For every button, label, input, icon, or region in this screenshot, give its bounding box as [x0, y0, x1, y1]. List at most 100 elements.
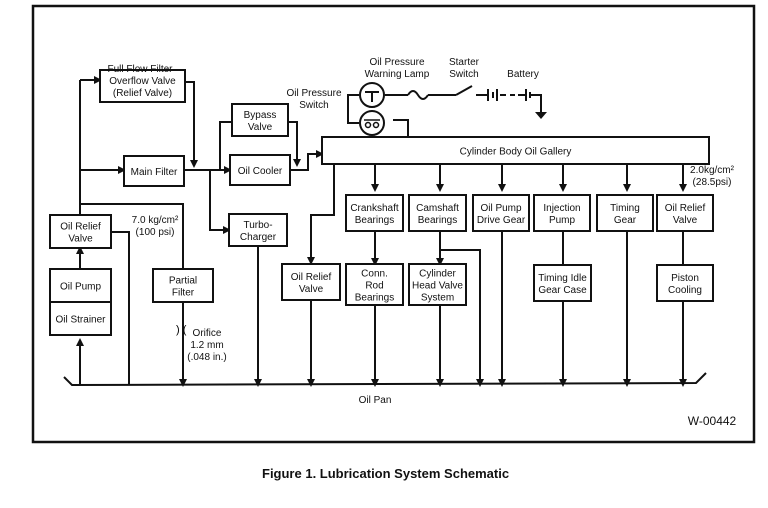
drawing-code: W-00442	[688, 414, 737, 428]
battery-icon	[487, 89, 547, 119]
component-oil-strainer-box	[49, 301, 112, 336]
fuse-icon	[407, 90, 429, 100]
battery-label: Battery	[507, 69, 539, 80]
relief-pressure-main-1: 7.0 kg/cm²	[132, 215, 179, 226]
to-bypass-line	[219, 121, 232, 170]
component-oil-pump-label: Oil Pump	[60, 282, 102, 293]
component-camshaft-bearings-box	[408, 194, 467, 232]
component-cylinder-body-oil-gallery: Cylinder Body Oil Gallery	[321, 136, 710, 165]
component-piston-cooling-label: Cooling	[668, 285, 702, 296]
component-cylinder-head-valve-system-label: System	[421, 293, 454, 304]
component-cylinder-head-valve-system-box	[408, 263, 467, 306]
component-main-filter-box	[123, 155, 185, 187]
component-conn-rod-bearings-label: Conn.	[361, 269, 388, 280]
component-cylinder-head-valve-system-label: Head Valve	[412, 281, 463, 292]
component-partial-filter-label: Filter	[172, 288, 195, 299]
orifice-label-1: Orifice	[193, 328, 222, 339]
component-crankshaft-bearings-box	[345, 194, 404, 232]
component-timing-gear-box	[596, 194, 654, 232]
starter-switch-icon	[455, 85, 473, 96]
to-gallery-relief-line	[307, 163, 335, 265]
component-conn-rod-bearings-label: Bearings	[355, 293, 394, 304]
component-conn-rod-bearings-label: Rod	[365, 281, 383, 292]
camshaft-return-line	[440, 249, 484, 387]
component-turbo-charger: Turbo-Charger	[228, 213, 288, 247]
component-main-filter: Main Filter	[123, 155, 185, 187]
orifice-symbol: ) (	[176, 324, 187, 336]
oil-pan-line	[63, 372, 707, 387]
to-turbo-line	[209, 170, 231, 234]
component-oil-relief-valve-gallery-label: Oil Relief	[291, 272, 332, 283]
bypass-outlet-line	[288, 121, 301, 167]
component-bypass-valve-label: Valve	[248, 122, 273, 133]
component-cylinder-body-oil-gallery-label: Cylinder Body Oil Gallery	[460, 147, 572, 158]
oil-pressure-warning-lamp-icon	[359, 82, 385, 108]
diagram-frame	[31, 4, 756, 444]
component-oil-relief-valve-piston-box	[656, 194, 714, 232]
component-overflow-valve-label: Overflow Valve	[109, 76, 176, 87]
component-cylinder-head-valve-system-label: Cylinder	[419, 269, 456, 280]
component-timing-idle-gear-case-box	[533, 264, 592, 302]
component-oil-cooler-label: Oil Cooler	[238, 166, 283, 177]
to-partial-filter-line	[80, 203, 184, 269]
component-partial-filter-label: Partial	[169, 276, 197, 287]
orifice-label-2: 1.2 mm	[190, 340, 223, 351]
warning-lamp-label-2: Warning Lamp	[365, 69, 430, 80]
pressure-switch-label-2: Switch	[299, 100, 328, 111]
relief-pressure-piston-2: (28.5psi)	[693, 177, 732, 188]
component-turbo-charger-box	[228, 213, 288, 247]
component-oil-relief-valve-piston-label: Valve	[673, 215, 698, 226]
cooler-to-gallery-line	[290, 150, 324, 171]
component-overflow-valve-box	[99, 69, 186, 103]
component-bypass-valve-box	[231, 103, 289, 137]
relief-pressure-piston-1: 2.0kg/cm²	[690, 165, 735, 176]
component-oil-relief-valve-piston-label: Oil Relief	[665, 203, 706, 214]
component-injection-pump-label: Pump	[549, 215, 576, 226]
switch-wire	[393, 119, 409, 137]
component-timing-gear-label: Gear	[614, 215, 637, 226]
component-piston-cooling-box	[656, 264, 714, 302]
component-oil-pump-drive-gear-box	[472, 194, 530, 232]
component-timing-idle-gear-case-label: Gear Case	[538, 285, 587, 296]
component-timing-gear-label: Timing	[610, 203, 640, 214]
component-injection-pump-label: Injection	[543, 203, 580, 214]
starter-switch-label-1: Starter	[449, 57, 480, 68]
warning-lamp-label-1: Oil Pressure	[369, 57, 424, 68]
component-crankshaft-bearings-label: Bearings	[355, 215, 394, 226]
component-crankshaft-bearings-label: Crankshaft	[350, 203, 399, 214]
component-oil-relief-valve-gallery-label: Valve	[299, 284, 324, 295]
component-cylinder-body-oil-gallery-box	[321, 136, 710, 165]
oil-pan-label: Oil Pan	[359, 395, 392, 406]
component-timing-idle-gear-case-label: Timing Idle	[538, 273, 587, 284]
orifice-label-3: (.048 in.)	[187, 352, 226, 363]
flow-lines: ) (	[63, 76, 707, 387]
component-oil-relief-valve-gallery-box	[281, 263, 341, 301]
component-oil-pump-drive-gear-label: Drive Gear	[477, 215, 526, 226]
component-piston-cooling-label: Piston	[671, 273, 699, 284]
lamp-switch-wire	[347, 94, 359, 124]
ground-icon	[535, 112, 547, 119]
component-oil-pump: Oil Pump	[49, 268, 112, 303]
component-conn-rod-bearings-box	[345, 263, 404, 306]
figure-caption: Figure 1. Lubrication System Schematic	[262, 466, 510, 481]
component-camshaft-bearings-label: Camshaft	[416, 203, 459, 214]
component-overflow-valve: Overflow Valve(Relief Valve)	[99, 69, 186, 103]
component-oil-cooler-box	[229, 154, 291, 186]
oil-pressure-switch-icon	[359, 110, 385, 136]
component-oil-relief-valve-main-box	[49, 214, 112, 249]
full-flow-filter-label: Full Flow Filter	[107, 64, 173, 75]
relief-return-line	[111, 231, 130, 385]
overflow-outlet-line	[185, 81, 198, 168]
